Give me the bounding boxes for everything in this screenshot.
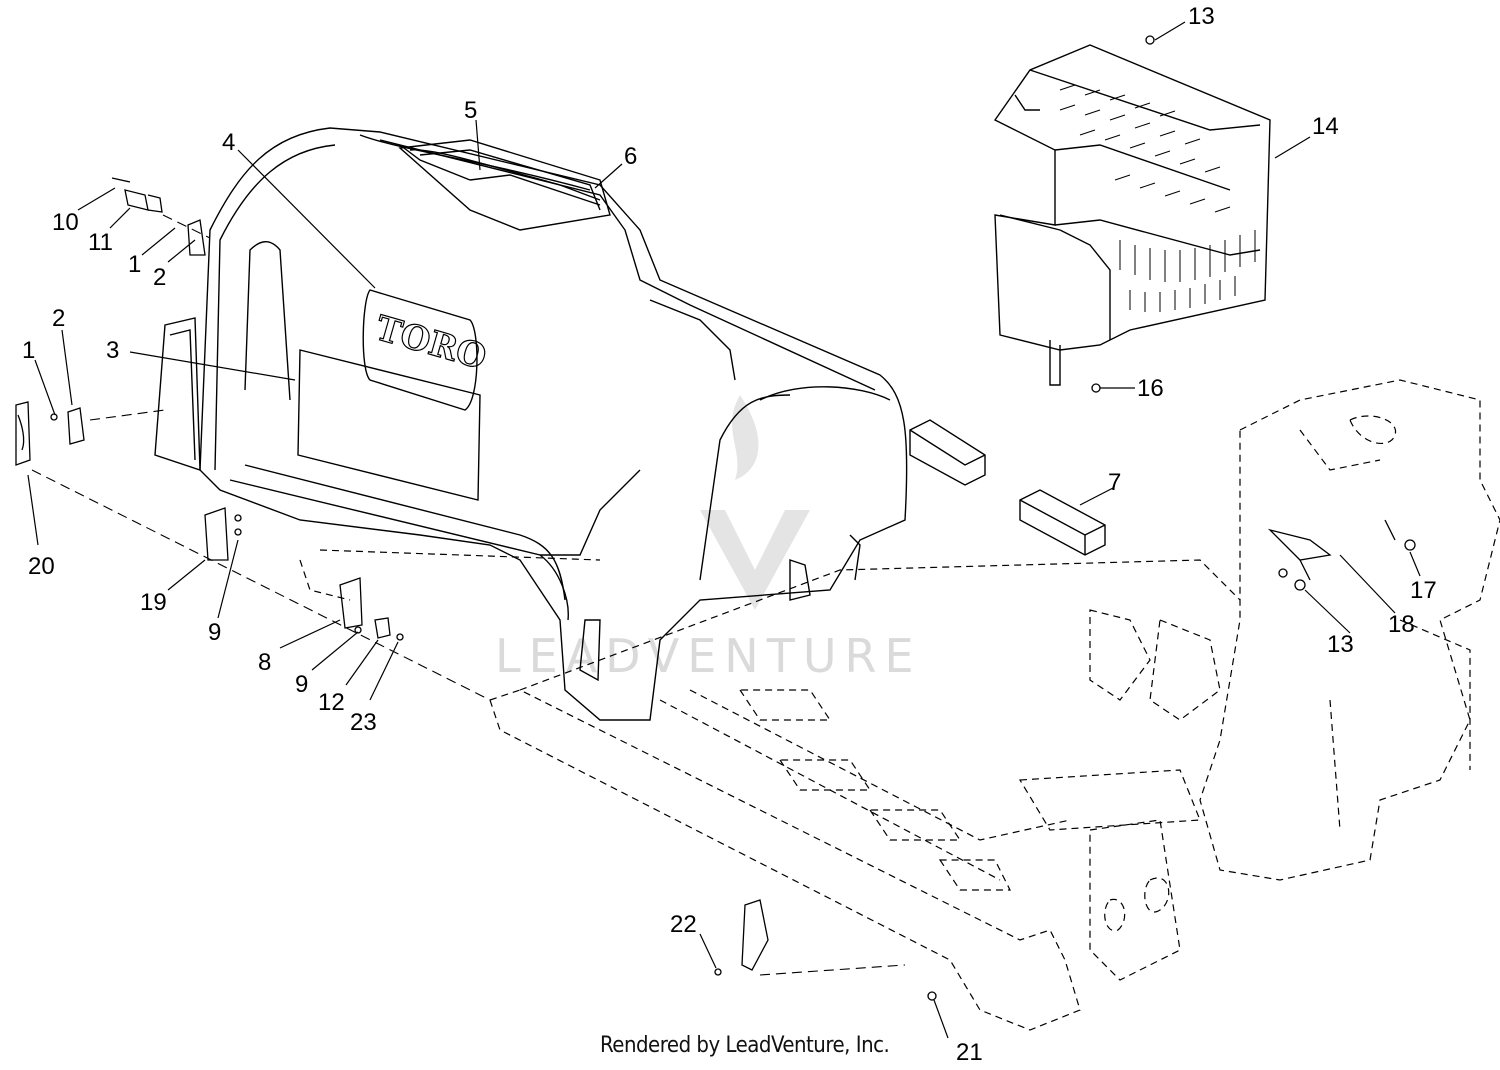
callout-6: 6 <box>624 143 637 170</box>
callout-16: 16 <box>1137 375 1164 402</box>
callouts: 13 14 5 6 4 10 11 1 2 2 1 3 16 7 20 19 9… <box>22 3 1437 1066</box>
callout-18: 18 <box>1388 611 1415 638</box>
engine-shield-14 <box>993 44 1271 386</box>
callout-10: 10 <box>52 209 79 236</box>
foot-pad-7 <box>909 419 1106 556</box>
callout-20: 20 <box>28 553 55 580</box>
callout-12: 12 <box>318 689 345 716</box>
callout-19: 19 <box>140 589 167 616</box>
callout-11: 11 <box>88 229 113 256</box>
callout-4: 4 <box>222 129 235 156</box>
callout-3: 3 <box>106 337 119 364</box>
hood-cover <box>154 127 908 721</box>
callout-2-top: 2 <box>153 264 166 291</box>
callout-9-left: 9 <box>208 619 221 646</box>
callout-17: 17 <box>1410 577 1437 604</box>
dash-leaders <box>31 214 906 976</box>
callout-13-right: 13 <box>1327 631 1354 658</box>
callout-14: 14 <box>1312 113 1339 140</box>
callout-13-top: 13 <box>1188 3 1215 30</box>
callout-8: 8 <box>258 649 271 676</box>
callout-1-top: 1 <box>128 251 141 278</box>
shield-slots <box>1059 84 1256 312</box>
watermark-text: LEADVENTURE <box>495 629 922 683</box>
callout-5: 5 <box>464 97 477 124</box>
callout-9-mid: 9 <box>295 671 308 698</box>
brand-logo-text: TORO <box>371 308 490 378</box>
callout-2-left: 2 <box>52 305 65 332</box>
callout-7: 7 <box>1108 469 1121 496</box>
callout-22: 22 <box>670 911 697 938</box>
callout-23: 23 <box>350 709 377 736</box>
callout-1-left: 1 <box>22 337 35 364</box>
footer-credit: Rendered by LeadVenture, Inc. <box>600 1033 890 1058</box>
frame-chassis <box>299 379 1500 1031</box>
callout-21: 21 <box>956 1039 983 1066</box>
watermark: LEADVENTURE <box>495 395 922 683</box>
hardware-parts <box>15 35 1416 1001</box>
